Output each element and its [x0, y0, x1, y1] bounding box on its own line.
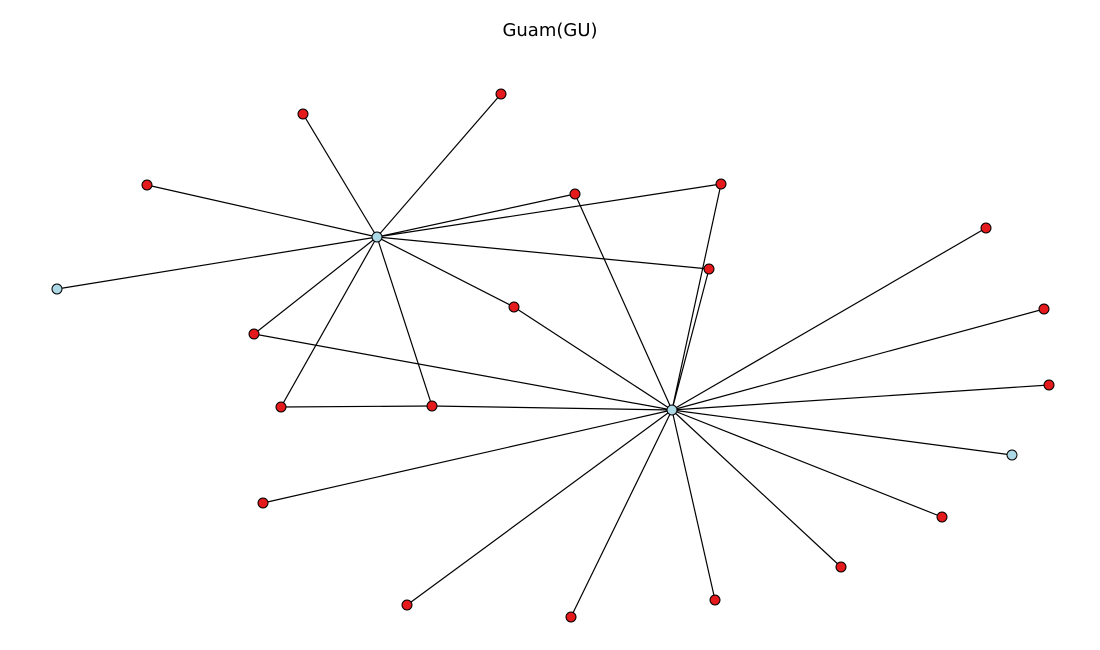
edge-hub-a-n6: [376, 183, 722, 238]
edge-hub-b-n9: [253, 333, 673, 411]
node-hub-b: [666, 404, 678, 416]
edge-layer: [56, 93, 1050, 618]
node-n8: [508, 301, 520, 313]
edge-hub-b-n21: [262, 409, 673, 504]
node-n18: [709, 594, 721, 606]
edge-hub-a-n9: [253, 236, 378, 335]
edge-hub-b-n12: [671, 227, 987, 411]
edge-hub-b-n8: [513, 306, 673, 411]
edge-hub-a-n4: [56, 236, 378, 290]
edge-hub-a-n8: [376, 236, 515, 308]
edge-hub-a-n5: [376, 193, 576, 238]
edge-hub-b-n17: [671, 409, 842, 568]
node-hub-a: [371, 231, 383, 243]
node-n15: [1006, 449, 1018, 461]
node-n5: [569, 188, 581, 200]
edge-hub-b-n5: [574, 193, 673, 411]
edge-n10-n11: [280, 405, 433, 408]
node-n9: [248, 328, 260, 340]
node-n4: [51, 283, 63, 295]
edge-hub-a-n10: [280, 236, 378, 408]
node-n20: [401, 599, 413, 611]
edge-hub-b-n16: [671, 409, 943, 518]
node-n21: [257, 497, 269, 509]
node-n16: [936, 511, 948, 523]
edge-hub-b-n6: [671, 183, 722, 411]
edge-hub-a-n7: [376, 236, 710, 270]
node-n3: [495, 88, 507, 100]
node-n19: [565, 611, 577, 623]
edge-hub-b-n14: [671, 384, 1050, 411]
node-n2: [297, 108, 309, 120]
edge-hub-b-n7: [671, 268, 710, 411]
edge-hub-b-n19: [570, 409, 673, 618]
node-layer: [51, 88, 1055, 623]
node-n6: [715, 178, 727, 190]
edge-hub-a-n2: [302, 113, 378, 238]
node-n7: [703, 263, 715, 275]
edge-hub-a-n11: [376, 236, 433, 407]
node-n13: [1038, 303, 1050, 315]
edge-hub-b-n18: [671, 409, 716, 601]
node-n1: [141, 179, 153, 191]
edge-hub-a-n1: [146, 184, 378, 238]
node-n14: [1043, 379, 1055, 391]
edge-hub-b-n20: [406, 409, 673, 606]
edge-hub-b-n11: [431, 405, 673, 411]
edge-hub-a-n3: [376, 93, 502, 238]
node-n11: [426, 400, 438, 412]
edge-hub-b-n13: [671, 308, 1045, 411]
node-n12: [980, 222, 992, 234]
edge-hub-b-n15: [671, 409, 1013, 456]
node-n17: [835, 561, 847, 573]
node-n10: [275, 401, 287, 413]
page-title: Guam(GU): [502, 20, 598, 41]
